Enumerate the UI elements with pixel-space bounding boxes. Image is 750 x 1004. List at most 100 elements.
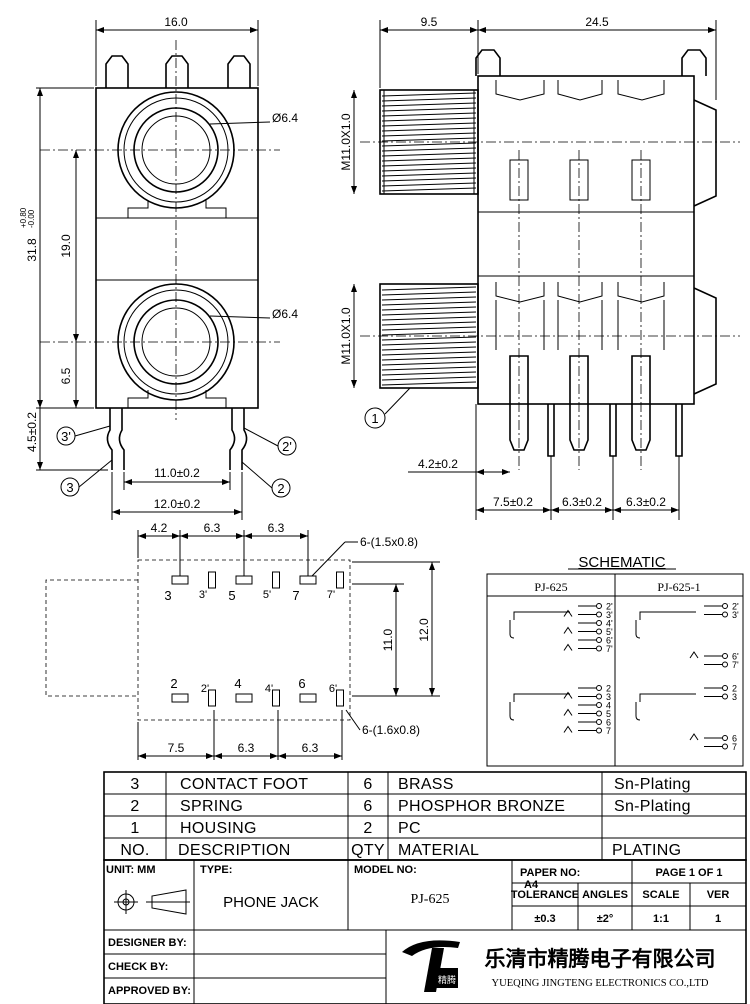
bom-cell-plating: Sn-Plating	[614, 776, 691, 793]
schematic-contact-group: 2'3'4'5'6'7'	[509, 602, 613, 654]
fp-hole-bottom	[336, 689, 344, 707]
fp-dim-top-1: 4.2	[151, 521, 168, 535]
tb-type-label: TYPE:	[200, 864, 232, 876]
schematic-pin-label: 7	[732, 742, 737, 752]
bom-cell-desc: SPRING	[180, 798, 243, 815]
tb-scale-label: SCALE	[642, 889, 679, 901]
bom-cell-no: 1	[130, 820, 139, 837]
schematic-pin-label: 3'	[732, 610, 739, 620]
dim-thread-lower: M11.0X1.0	[339, 307, 353, 364]
bom-header-desc: DESCRIPTION	[178, 842, 291, 859]
fp-height-inner: 11.0	[381, 628, 395, 651]
fp-dim-bottom-1: 7.5	[168, 741, 185, 755]
fp-hole-bottom	[299, 693, 317, 703]
tb-tolerance-label: TOLERANCE	[511, 889, 579, 901]
dim-jack-pitch: 19.0	[59, 234, 73, 258]
schematic-pin-label: 3	[732, 692, 737, 702]
bom-cell-no: 3	[130, 776, 139, 793]
fp-hole-top	[235, 575, 253, 585]
schematic-pin-label: 4	[606, 701, 611, 711]
tb-paper-label: PAPER NO:	[520, 867, 580, 879]
schematic-pin-label: 6	[732, 734, 737, 744]
fp-dim-top-3: 6.3	[268, 521, 285, 535]
fp-hole-bottom	[208, 689, 216, 707]
pcb-footprint: 4.2 6.3 6.3 6-(1.5x0.8) 7.5 6.3 6.3 6-(1…	[45, 521, 440, 760]
fp-pin-2: 2	[170, 676, 177, 691]
dim-pin-spacing-1: 7.5±0.2	[493, 495, 533, 509]
fp-pin-3p: 3'	[199, 589, 207, 601]
bom-cell-material: BRASS	[398, 776, 454, 793]
schematic-pin-label: 3	[606, 692, 611, 702]
dim-pin-spacing-3: 6.3±0.2	[626, 495, 666, 509]
schematic-pin-label: 6'	[606, 636, 613, 646]
schematic-pin-label: 2'	[606, 602, 613, 612]
tb-designer: DESIGNER BY:	[108, 937, 187, 949]
side-view: 9.5 24.5 M11.0X1.0 M11.0X1.0 1 4.2±0.2 7…	[339, 15, 740, 520]
schematic-pin-label: 5'	[606, 627, 613, 637]
schematic: SCHEMATIC PJ-625 PJ-625-1 2'3'4'5'6'7'23…	[486, 554, 744, 767]
dim-pin-offset: 4.2±0.2	[418, 457, 458, 471]
dim-front-width: 16.0	[164, 15, 188, 29]
schematic-pin-label: 7	[606, 726, 611, 736]
fp-hole-top: 6-(1.5x0.8)	[360, 535, 418, 549]
bom-cell-qty: 6	[363, 776, 372, 793]
tb-model-value: PJ-625	[411, 892, 450, 907]
schematic-pin-label: 7'	[606, 644, 613, 654]
fp-hole-top	[208, 571, 216, 589]
balloon-3: 3	[66, 480, 73, 495]
title-block: UNIT: MM TYPE: PHONE JACK MODEL NO: PJ-6…	[103, 859, 747, 1004]
company-name-en: YUEQING JINGTENG ELECTRONICS CO.,LTD	[492, 978, 709, 989]
dim-lower-offset: 6.5	[59, 367, 73, 384]
schematic-pin-label: 2	[606, 684, 611, 694]
tb-ver-value: 1	[715, 913, 721, 925]
fp-pin-5p: 5'	[263, 589, 271, 601]
balloon-2: 2	[277, 481, 284, 496]
schematic-contact-group-b: 2'3'6'7'	[635, 602, 739, 670]
bom-cell-desc: HOUSING	[180, 820, 257, 837]
fp-hole-bottom	[171, 693, 189, 703]
dim-outer-width: 12.0±0.2	[154, 497, 201, 511]
dim-front-height: 31.8	[25, 238, 39, 262]
fp-pin-5: 5	[228, 588, 235, 603]
bom-cell-material: PC	[398, 820, 421, 837]
schematic-pin-label: 7'	[732, 660, 739, 670]
tb-scale-value: 1:1	[653, 913, 669, 925]
company-logo: 精腾	[402, 940, 460, 992]
fp-hole-bottom	[235, 693, 253, 703]
fp-pin-7p: 7'	[327, 589, 335, 601]
bom-header-material: MATERIAL	[398, 842, 479, 859]
bom-header-plating: PLATING	[612, 842, 681, 859]
schematic-col1: PJ-625	[534, 580, 567, 594]
balloon-1: 1	[371, 411, 378, 426]
tb-tolerance-value: ±0.3	[534, 913, 555, 925]
schematic-pin-label: 6'	[732, 652, 739, 662]
fp-pin-4: 4	[234, 676, 241, 691]
fp-hole-bottom	[272, 689, 280, 707]
bom-cell-plating: Sn-Plating	[614, 798, 691, 815]
tb-approved: APPROVED BY:	[108, 985, 191, 997]
dim-thread-upper: M11.0X1.0	[339, 113, 353, 170]
fp-hole-top	[171, 575, 189, 585]
schematic-pin-label: 3'	[606, 610, 613, 620]
tb-angles-value: ±2°	[597, 913, 614, 925]
fp-hole-top	[336, 571, 344, 589]
fp-hole-top	[272, 571, 280, 589]
bom-cell-qty: 6	[363, 798, 372, 815]
dim-front-height-tol-lower: -0.00	[27, 209, 36, 228]
schematic-pin-label: 4'	[606, 619, 613, 629]
tb-type-value: PHONE JACK	[223, 894, 319, 911]
bom-header-no: NO.	[120, 842, 149, 859]
fp-dim-bottom-2: 6.3	[238, 741, 255, 755]
fp-hole-bottom: 6-(1.6x0.8)	[362, 723, 420, 737]
fp-dim-top-2: 6.3	[204, 521, 221, 535]
company-name-cn: 乐清市精腾电子有限公司	[485, 947, 716, 971]
dim-inner-width: 11.0±0.2	[154, 466, 200, 480]
dim-foot-height: 4.5±0.2	[25, 412, 39, 452]
fp-pin-6: 6	[298, 676, 305, 691]
dim-dia-upper: Ø6.4	[272, 111, 298, 125]
fp-pin-4p: 4'	[265, 683, 273, 695]
